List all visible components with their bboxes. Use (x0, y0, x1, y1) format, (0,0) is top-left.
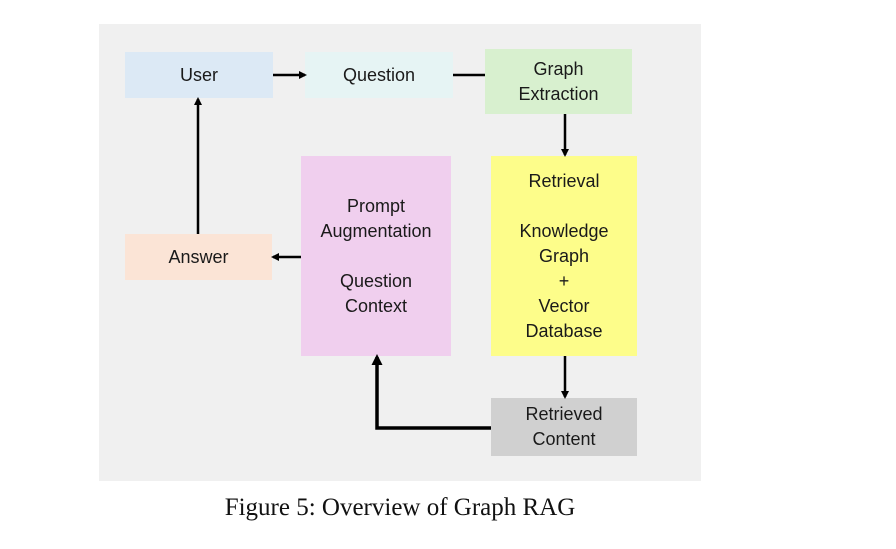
node-label-line: Context (344, 295, 408, 316)
node-label-line: Question (342, 64, 416, 85)
node-label-line: Vector (538, 295, 590, 316)
node-label-line: Knowledge (519, 220, 609, 241)
node-answer: Answer (125, 234, 272, 280)
node-label-line: Question (339, 270, 413, 291)
edge-retrieved-content-to-prompt-augmentation (371, 354, 491, 430)
node-label-line: Content (532, 429, 596, 449)
node-label-line: Answer (168, 246, 229, 267)
node-user: User (125, 52, 273, 98)
node-label-line: Database (525, 320, 603, 341)
node-label-line: Augmentation (320, 220, 432, 241)
node-label-line: Extraction (518, 83, 599, 104)
figure-caption: Figure 5: Overview of Graph RAG (224, 494, 576, 521)
node-label-line: Prompt (346, 195, 405, 216)
node-label-line: User (179, 64, 218, 85)
node-label-line: Graph (538, 245, 589, 266)
node-label-line: Retrieved (525, 404, 603, 424)
node-question: Question (305, 52, 453, 98)
node-label-line: Graph (533, 58, 584, 79)
node-label-line: Retrieval (528, 170, 600, 191)
node-label-line: + (558, 270, 570, 291)
